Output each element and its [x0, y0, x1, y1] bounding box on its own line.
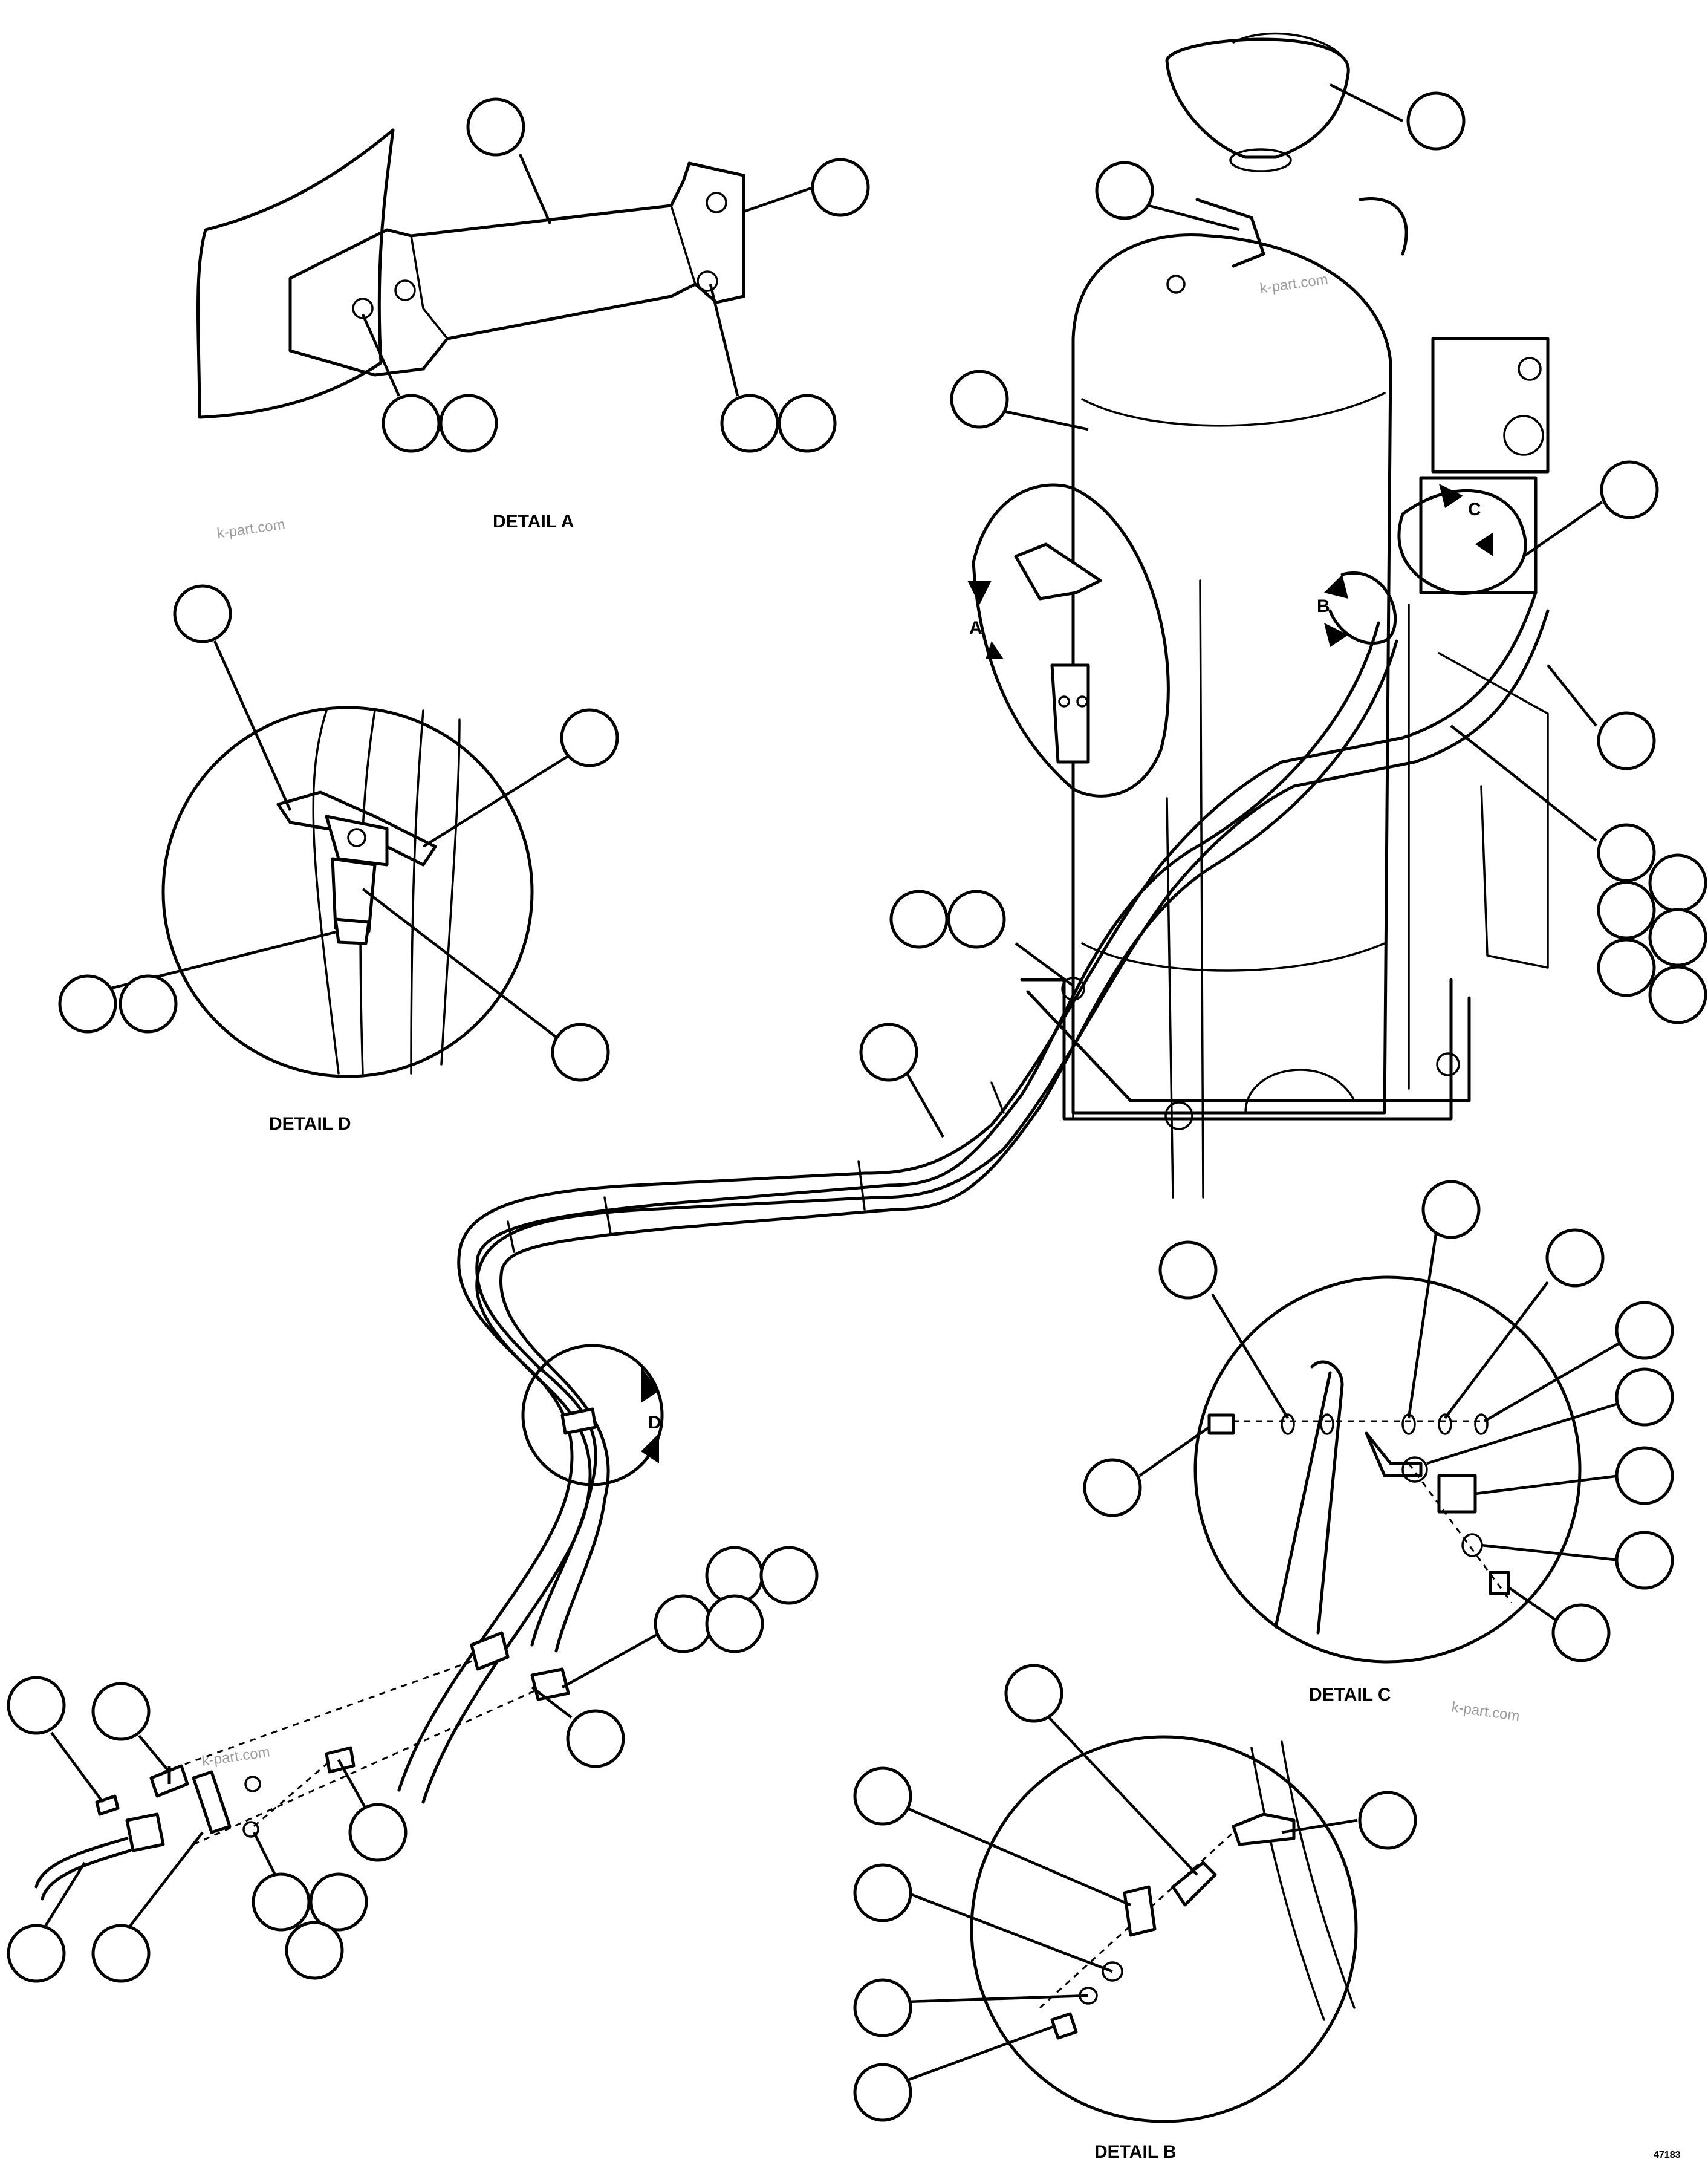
callout-balloon — [1095, 161, 1154, 220]
callout-balloon — [439, 394, 498, 453]
view-d-indicator — [521, 1344, 664, 1486]
view-c-indicator — [1397, 484, 1527, 595]
callout-balloon — [1648, 908, 1707, 967]
watermark-text: k-part.com — [1450, 1699, 1521, 1725]
watermark-text: k-part.com — [216, 516, 286, 542]
callout-balloon — [853, 2063, 912, 2122]
callout-balloon — [1158, 1240, 1218, 1300]
callout-balloon — [705, 1594, 764, 1653]
callout-balloon — [1421, 1180, 1481, 1239]
callout-balloon — [947, 890, 1006, 949]
view-d-letter: D — [648, 1413, 661, 1433]
detail-c-drawing — [1193, 1275, 1582, 1664]
callout-balloon — [859, 1023, 918, 1082]
detail-a-drawing — [196, 128, 745, 419]
callout-balloon — [119, 974, 178, 1034]
callout-balloon — [551, 1023, 610, 1082]
callout-balloon — [1615, 1367, 1674, 1427]
callout-balloon — [173, 584, 232, 643]
callout-balloon — [1597, 881, 1656, 940]
detail-a-caption: DETAIL A — [493, 512, 574, 532]
hose-assembly — [397, 591, 1550, 1804]
text-labels: DETAIL A DETAIL D DETAIL C DETAIL B A B … — [269, 500, 1681, 2162]
callout-balloon — [889, 890, 949, 949]
watermark-text: k-part.com — [1259, 271, 1329, 297]
callout-balloon — [1406, 91, 1466, 151]
callout-balloon — [348, 1803, 408, 1862]
figure-number: 47183 — [1654, 2150, 1681, 2160]
callout-balloon — [1648, 965, 1707, 1024]
callout-balloon — [382, 394, 441, 453]
callout-balloon — [1004, 1664, 1063, 1723]
callout-balloon — [778, 394, 837, 453]
view-a-letter: A — [969, 618, 982, 638]
receiver-tank — [1020, 32, 1550, 1199]
callout-balloon — [1615, 1531, 1674, 1590]
callout-balloon — [560, 708, 619, 767]
callout-balloon — [1597, 711, 1656, 770]
callout-balloon — [91, 1924, 151, 1983]
callout-balloon — [7, 1924, 66, 1983]
callout-balloon — [1648, 853, 1707, 913]
detail-d-drawing — [161, 706, 534, 1078]
detail-d-caption: DETAIL D — [269, 1114, 351, 1134]
callout-balloon — [1545, 1228, 1605, 1288]
callout-balloon — [1597, 823, 1656, 882]
callout-balloon — [1600, 460, 1659, 519]
callout-balloon — [1597, 938, 1656, 997]
detail-b-drawing — [970, 1735, 1358, 2123]
callout-balloon — [950, 370, 1009, 429]
watermarks: k-part.com k-part.com k-part.com k-part.… — [201, 271, 1521, 1769]
detail-b-caption: DETAIL B — [1094, 2142, 1177, 2162]
callout-balloon — [58, 974, 117, 1034]
callout-balloon — [720, 394, 779, 453]
callout-balloon — [91, 1682, 151, 1741]
detail-c-caption: DETAIL C — [1309, 1685, 1391, 1705]
callout-balloon — [1615, 1301, 1674, 1360]
callout-balloon — [309, 1872, 368, 1932]
callout-balloon — [1615, 1446, 1674, 1505]
callout-balloon — [853, 1766, 912, 1826]
callout-balloon — [1083, 1458, 1142, 1517]
callouts — [7, 83, 1707, 2122]
view-a-indicator — [967, 483, 1170, 798]
callout-balloon — [1358, 1791, 1417, 1850]
callout-balloon — [759, 1546, 819, 1605]
callout-balloon — [7, 1676, 66, 1735]
callout-balloon — [252, 1872, 311, 1932]
callout-balloon — [853, 1863, 912, 1922]
callout-balloon — [566, 1709, 625, 1768]
callout-balloon — [853, 1978, 912, 2037]
callout-balloon — [811, 158, 870, 217]
callout-balloon — [1551, 1603, 1611, 1662]
callout-balloon — [654, 1594, 713, 1653]
callout-balloon — [466, 97, 525, 157]
view-b-letter: B — [1317, 596, 1330, 616]
view-b-indicator — [1324, 571, 1397, 647]
view-c-letter: C — [1468, 500, 1481, 519]
callout-balloon — [285, 1921, 344, 1980]
watermark-text: k-part.com — [201, 1743, 271, 1769]
lower-left-fittings — [34, 1631, 570, 1901]
